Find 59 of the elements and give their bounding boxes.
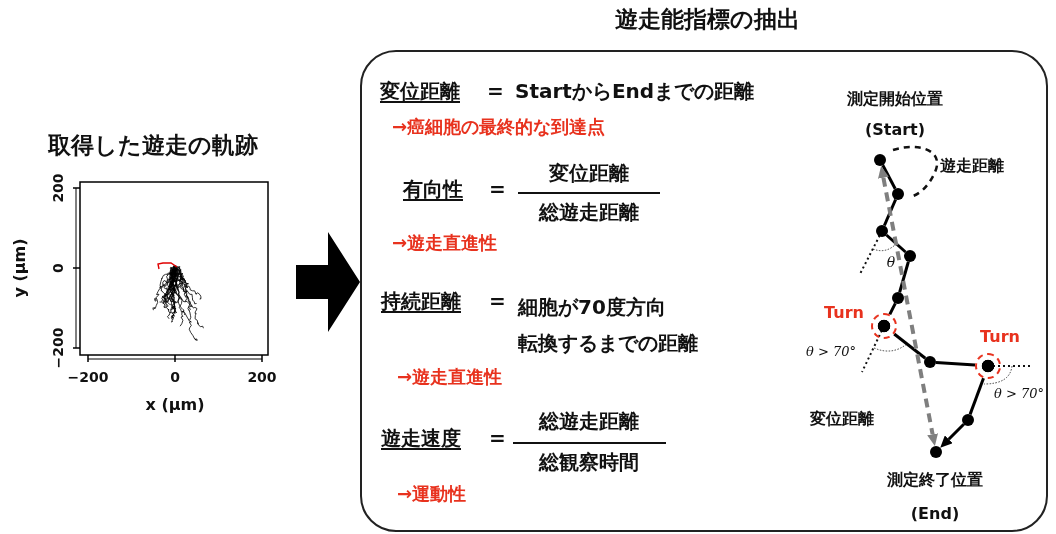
result-note: →遊走直進性 [397, 366, 503, 388]
equals-sign: = [487, 79, 504, 103]
formula-term: 持続距離 [381, 289, 461, 313]
point-caption: Turn [980, 327, 1020, 347]
point-caption: (End) [910, 504, 960, 524]
formula-text: StartからEndまでの距離 [515, 79, 755, 103]
formula-text: 細胞が70度方向転換するまでの距離 [518, 294, 698, 357]
point-caption: Turn [824, 303, 864, 323]
tick-label: 0 [49, 263, 67, 273]
equals-sign: = [489, 426, 506, 450]
turn-point-marker [975, 353, 1001, 379]
formula-term: 遊走速度 [381, 426, 461, 450]
path-segment [893, 332, 927, 360]
formula-term: 有向性 [403, 177, 463, 201]
tick-label: −200 [49, 327, 67, 369]
path-segment [883, 198, 897, 227]
trajectory-point [930, 446, 942, 458]
turn-point-marker [871, 313, 897, 339]
distance-label: 遊走距離 [940, 156, 1004, 176]
axis-label: x (μm) [145, 395, 205, 415]
result-note: →癌細胞の最終的な到達点 [392, 116, 606, 138]
trajectory-point [876, 225, 888, 237]
tick-label: 200 [49, 173, 67, 203]
edge-label: 変位距離 [808, 409, 876, 429]
trajectory-point [892, 188, 904, 200]
trajectory-point [892, 292, 904, 304]
panel-title: 遊走能指標の抽出 [613, 6, 801, 34]
trajectory-point [924, 356, 936, 368]
angle-label: θ > 70° [994, 386, 1045, 402]
point-caption: (Start) [864, 120, 926, 140]
path-segment [885, 233, 907, 254]
fraction-numerator: 総遊走距離 [539, 409, 639, 433]
equals-sign: = [489, 289, 506, 313]
result-note: →運動性 [397, 483, 467, 505]
path-segment [968, 377, 985, 415]
angle-label: θ [886, 253, 896, 271]
formula-term: 変位距離 [380, 79, 460, 103]
block-arrow [296, 232, 360, 332]
angle-label: θ > 70° [806, 344, 857, 360]
tick-label: −200 [67, 368, 109, 386]
trajectory-point [874, 154, 886, 166]
trajectory-point [904, 250, 916, 262]
point-caption: 測定開始位置 [847, 89, 943, 109]
equals-sign: = [489, 177, 506, 201]
tick-label: 0 [170, 368, 180, 386]
fraction-denominator: 総観察時間 [539, 450, 639, 474]
fraction-numerator: 変位距離 [549, 161, 629, 185]
plot-title: 取得した遊走の軌跡 [47, 132, 259, 160]
fraction-denominator: 総遊走距離 [539, 200, 639, 224]
point-caption: 測定終了位置 [887, 470, 983, 490]
path-segment [935, 360, 976, 367]
dashed-arrow [878, 166, 938, 446]
tick-label: 200 [247, 368, 277, 386]
axis-label: y (μm) [10, 238, 30, 298]
result-note: →遊走直進性 [392, 232, 498, 254]
trajectory-point [962, 414, 974, 426]
path-segment [898, 261, 910, 293]
arrow [940, 423, 965, 448]
path-segment [881, 164, 897, 190]
